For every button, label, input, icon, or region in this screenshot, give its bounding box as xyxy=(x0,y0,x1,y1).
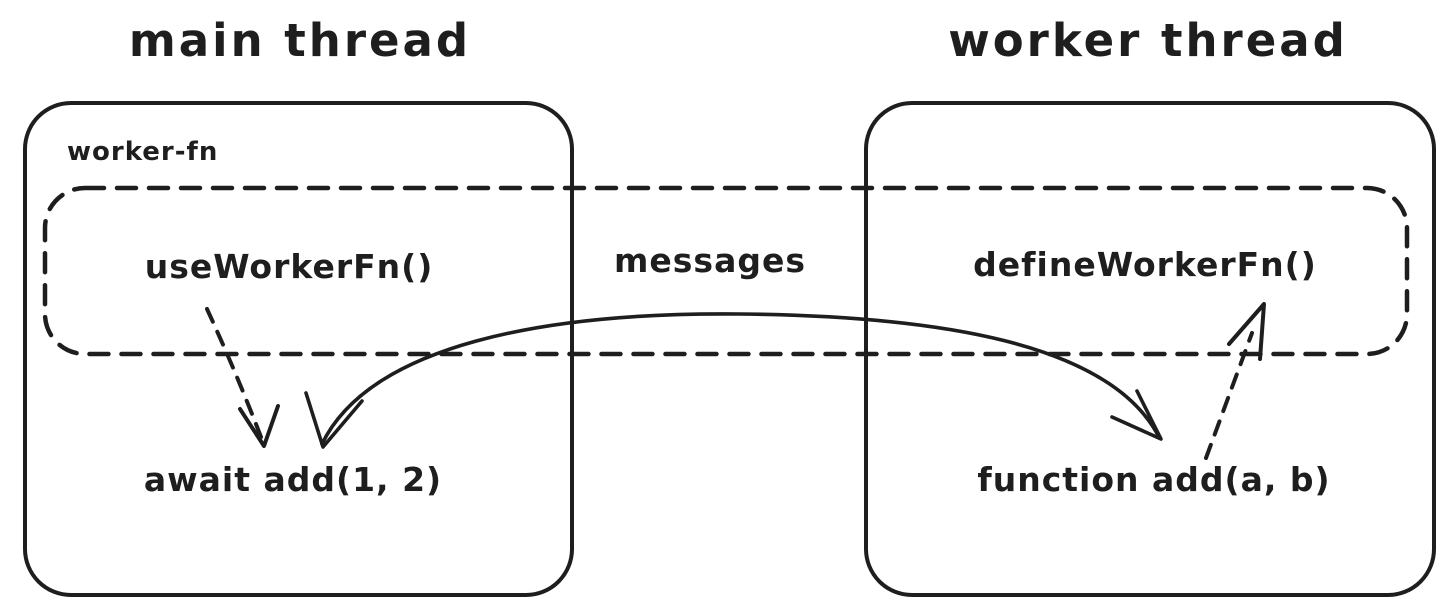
defineworkerfn-node-label: defineWorkerFn() xyxy=(973,245,1317,284)
useworkerfn-to-await-arrowhead-icon xyxy=(238,404,280,448)
main-thread-title: main thread xyxy=(128,14,472,67)
messages-arc-left-arrowhead-icon xyxy=(304,391,364,449)
worker-fn-group-label: worker-fn xyxy=(67,137,219,167)
messages-channel-label: messages xyxy=(614,241,806,280)
main-thread-box xyxy=(23,101,574,597)
function-add-definition-label: function add(a, b) xyxy=(977,460,1331,499)
worker-fn-dashed-group-box xyxy=(42,185,1410,357)
add-to-defineworkerfn-arrow-line xyxy=(1204,331,1254,460)
messages-arc-right-arrowhead-icon xyxy=(1110,389,1163,441)
useworkerfn-node-label: useWorkerFn() xyxy=(144,247,434,286)
messages-arc-arrow-line xyxy=(320,312,1161,446)
worker-thread-box xyxy=(864,101,1436,597)
add-to-defineworkerfn-arrowhead-icon xyxy=(1227,302,1266,361)
useworkerfn-to-await-arrow-line xyxy=(205,307,263,439)
await-add-call-label: await add(1, 2) xyxy=(143,460,443,499)
worker-thread-title: worker thread xyxy=(948,14,1348,67)
